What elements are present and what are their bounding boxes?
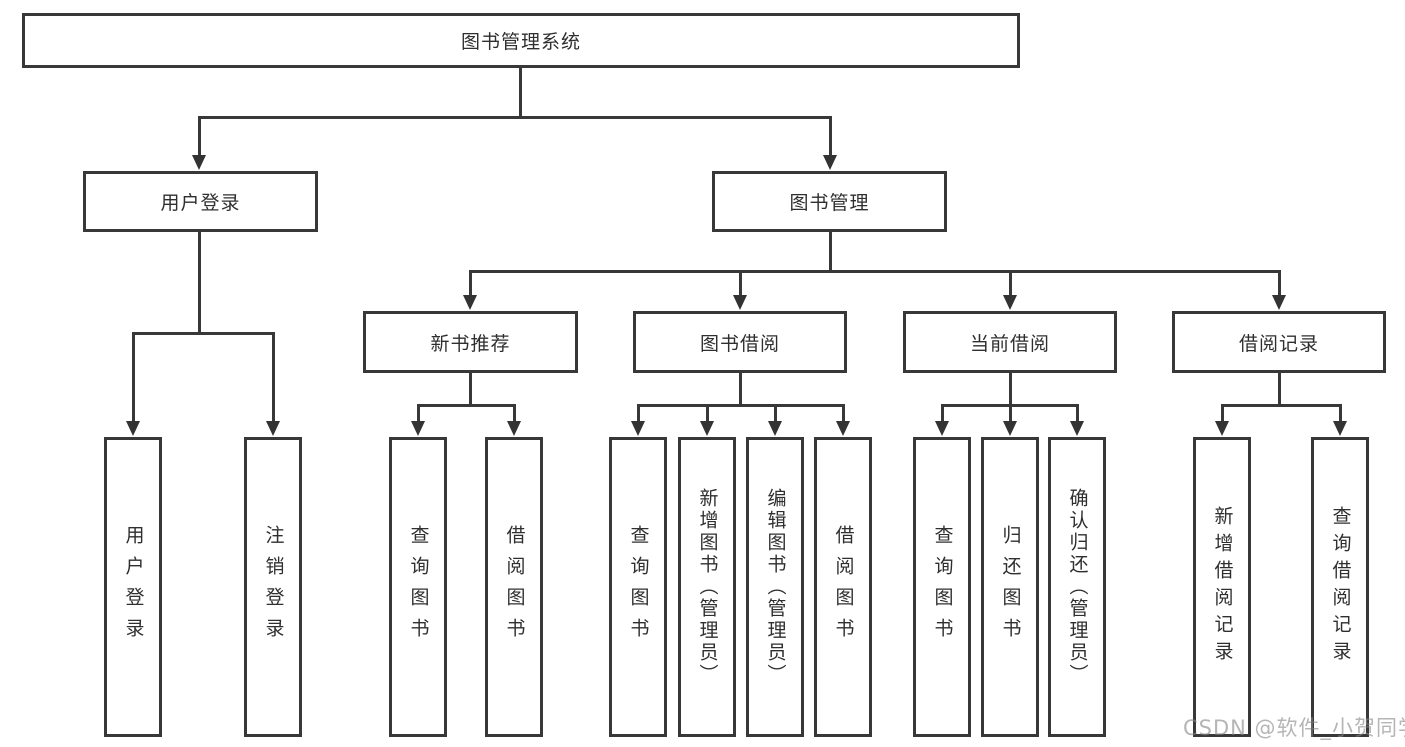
leaf-label: 借阅图书 <box>503 525 526 649</box>
arrow-to-leaf-logout-icon <box>266 332 280 436</box>
connector-user-login-rail <box>132 332 274 335</box>
arrow-to-book-borrow-icon <box>733 270 747 310</box>
node-label: 用户登录 <box>160 192 241 214</box>
leaf-return-book: 归还图书 <box>981 437 1039 737</box>
arrow-to-book-mgmt-icon <box>823 116 837 170</box>
arrow-to-user-login-icon <box>192 116 206 170</box>
connector-current-borrow-stem <box>1009 373 1012 406</box>
connector-user-login-stem <box>198 232 201 334</box>
arrow-leaf-query-borrow-record-icon <box>1333 404 1347 436</box>
leaf-add-book-admin: 新增图书（管理员） <box>678 437 736 737</box>
arrow-leaf-borrow-books-1-icon <box>507 404 521 436</box>
leaf-label: 编辑图书（管理员） <box>764 488 787 686</box>
node-label: 当前借阅 <box>969 332 1050 355</box>
leaf-label: 确认归还（管理员） <box>1066 488 1089 686</box>
arrow-leaf-query-books-1-icon <box>411 404 425 436</box>
connector-root-stem <box>519 68 522 118</box>
leaf-label: 注销登录 <box>262 525 285 649</box>
leaf-label: 归还图书 <box>999 525 1022 649</box>
leaf-label: 用户登录 <box>122 525 145 649</box>
arrow-leaf-query-books-3-icon <box>935 404 949 436</box>
leaf-logout: 注销登录 <box>244 437 302 737</box>
leaf-borrow-books-2: 借阅图书 <box>814 437 872 737</box>
leaf-label: 查询借阅记录 <box>1329 506 1352 668</box>
connector-new-book-stem <box>469 373 472 406</box>
leaf-confirm-return-admin: 确认归还（管理员） <box>1048 437 1106 737</box>
leaf-label: 新增借阅记录 <box>1211 506 1234 668</box>
connector-borrow-records-stem <box>1278 373 1281 406</box>
node-book-management: 图书管理 <box>712 171 947 232</box>
node-label: 图书管理系统 <box>460 31 581 53</box>
leaf-user-login: 用户登录 <box>104 437 162 737</box>
arrow-leaf-add-book-icon <box>700 404 714 436</box>
arrow-leaf-return-book-icon <box>1003 404 1017 436</box>
watermark: CSDN @软件_小贺同学 <box>1183 716 1405 740</box>
arrow-to-new-book-icon <box>463 270 477 310</box>
node-library-management-system: 图书管理系统 <box>22 13 1020 68</box>
connector-book-borrow-stem <box>739 373 742 406</box>
arrow-to-borrow-records-icon <box>1272 270 1286 310</box>
node-label: 图书借阅 <box>699 332 780 355</box>
leaf-label: 借阅图书 <box>832 525 855 649</box>
arrow-leaf-borrow-books-2-icon <box>836 404 850 436</box>
arrow-to-current-borrow-icon <box>1003 270 1017 310</box>
node-label: 新书推荐 <box>430 332 511 355</box>
leaf-label: 查询图书 <box>931 525 954 649</box>
node-user-login: 用户登录 <box>83 171 318 232</box>
leaf-add-borrow-record: 新增借阅记录 <box>1193 437 1251 737</box>
connector-borrow-records-rail <box>1221 404 1342 407</box>
connector-level1-rail <box>198 116 831 119</box>
connector-book-mgmt-stem <box>829 232 832 272</box>
leaf-label: 查询图书 <box>407 525 430 649</box>
arrow-leaf-confirm-return-icon <box>1070 404 1084 436</box>
leaf-query-books-3: 查询图书 <box>913 437 971 737</box>
node-label: 图书管理 <box>789 192 870 214</box>
node-new-book-recommend: 新书推荐 <box>363 311 578 373</box>
leaf-borrow-books-1: 借阅图书 <box>485 437 543 737</box>
node-current-borrow: 当前借阅 <box>903 311 1117 373</box>
arrow-leaf-query-books-2-icon <box>631 404 645 436</box>
leaf-edit-book-admin: 编辑图书（管理员） <box>746 437 804 737</box>
node-label: 借阅记录 <box>1238 332 1319 355</box>
arrow-leaf-add-borrow-record-icon <box>1215 404 1229 436</box>
connector-level3-rail <box>469 270 1281 273</box>
node-borrow-records: 借阅记录 <box>1172 311 1386 373</box>
leaf-query-books-1: 查询图书 <box>389 437 447 737</box>
leaf-label: 查询图书 <box>627 525 650 649</box>
connector-book-borrow-rail <box>637 404 845 407</box>
leaf-query-books-2: 查询图书 <box>609 437 667 737</box>
leaf-query-borrow-record: 查询借阅记录 <box>1311 437 1369 737</box>
arrow-leaf-edit-book-icon <box>768 404 782 436</box>
leaf-label: 新增图书（管理员） <box>696 488 719 686</box>
arrow-to-leaf-user-login-icon <box>126 332 140 436</box>
node-book-borrow: 图书借阅 <box>633 311 847 373</box>
connector-new-book-rail <box>417 404 516 407</box>
